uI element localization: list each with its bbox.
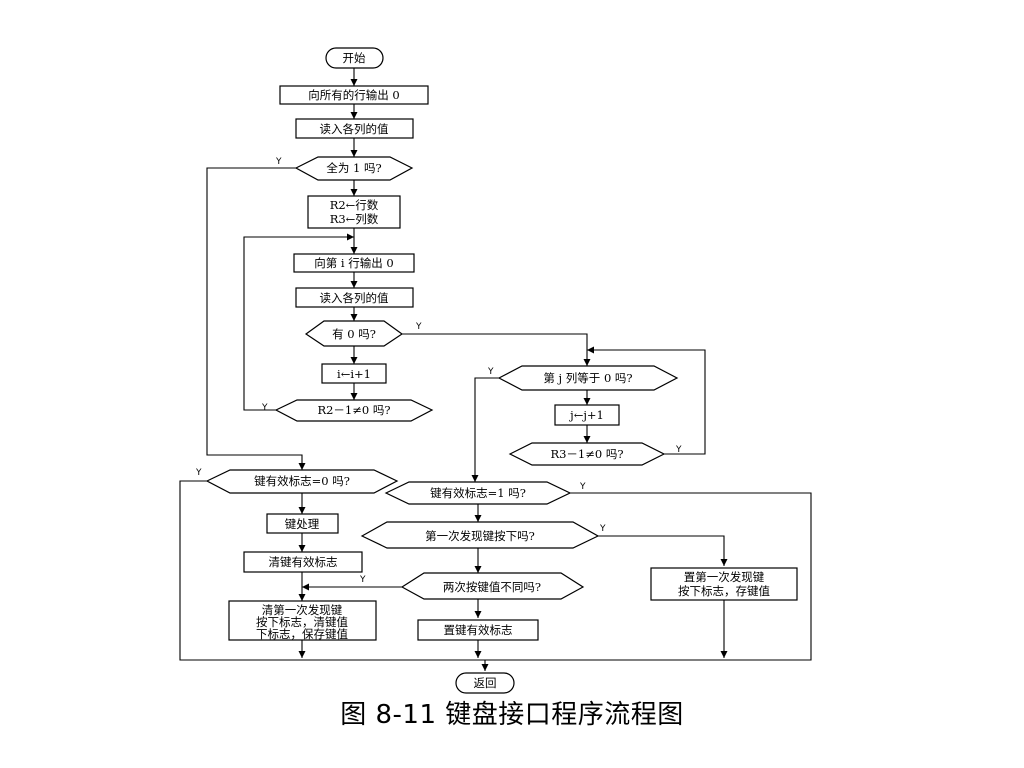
out-all-rows-label: 向所有的行输出 0 — [308, 88, 399, 102]
diff-value-decision: 两次按键值不同吗? — [400, 572, 585, 600]
r2-dec-decision: R2－1≠0 吗? — [274, 399, 434, 422]
diff-value-label: 两次按键值不同吗? — [443, 580, 541, 594]
start-node: 开始 — [325, 47, 384, 69]
yes-label: Y — [675, 445, 682, 455]
key-flag0-decision: 键有效标志=0 吗? — [205, 469, 399, 494]
j-inc-label: j←j+1 — [568, 408, 604, 422]
read-cols-box-1: 读入各列的值 — [295, 118, 414, 139]
connectors — [179, 67, 812, 671]
yes-label: Y — [275, 157, 282, 167]
set-valid-flag-label: 置键有效标志 — [444, 623, 513, 637]
set-first-label-2: 按下标志，存键值 — [678, 584, 770, 598]
set-first-press-box: 置第一次发现键 按下标志，存键值 — [650, 567, 798, 601]
clear-valid-flag-label: 清键有效标志 — [269, 555, 338, 569]
all-ones-label: 全为 1 吗? — [326, 161, 381, 175]
key-flag1-decision: 键有效标志=1 吗? — [384, 481, 572, 505]
yes-label: Y — [579, 482, 586, 492]
r2-r3-box: R2←行数 R3←列数 — [307, 195, 401, 229]
j-inc-box: j←j+1 — [554, 404, 620, 426]
clear-valid-flag-box: 清键有效标志 — [243, 551, 363, 573]
out-row-i-box: 向第 i 行输出 0 — [293, 253, 415, 273]
r2-dec-label: R2－1≠0 吗? — [317, 403, 390, 417]
i-inc-label: i←i+1 — [337, 367, 371, 381]
set-valid-flag-box: 置键有效标志 — [417, 619, 539, 641]
key-flag0-label: 键有效标志=0 吗? — [254, 474, 350, 488]
yes-label: Y — [487, 367, 494, 377]
has-zero-decision: 有 0 吗? — [304, 320, 404, 347]
clear-first-label-3: 下标志，保存键值 — [256, 627, 348, 641]
clear-first-label-2: 按下标志，清键值 — [256, 615, 348, 629]
first-press-decision: 第一次发现键按下吗? — [360, 521, 600, 549]
read-cols-label-1: 读入各列的值 — [320, 122, 389, 136]
yes-label: Y — [415, 322, 422, 332]
first-press-label: 第一次发现键按下吗? — [425, 529, 535, 543]
start-label: 开始 — [343, 51, 366, 65]
yes-label: Y — [599, 524, 606, 534]
clear-first-label-1: 清第一次发现键 — [262, 603, 343, 617]
key-process-label: 键处理 — [285, 517, 320, 531]
key-process-box: 键处理 — [266, 513, 339, 534]
yes-labels: Y Y Y Y Y Y Y Y Y — [195, 157, 682, 585]
yes-label: Y — [195, 468, 202, 478]
read-cols-label-2: 读入各列的值 — [320, 291, 389, 305]
clear-first-press-box: 清第一次发现键 按下标志，清键值 下标志，保存键值 — [228, 600, 377, 641]
col-j-zero-decision: 第 j 列等于 0 吗? — [497, 365, 679, 391]
col-j-zero-label: 第 j 列等于 0 吗? — [543, 371, 632, 385]
r3-cols-label: R3←列数 — [330, 212, 379, 226]
has-zero-label: 有 0 吗? — [332, 327, 376, 341]
r3-dec-decision: R3－1≠0 吗? — [508, 442, 666, 466]
return-label: 返回 — [474, 676, 497, 690]
key-flag1-label: 键有效标志=1 吗? — [430, 486, 526, 500]
figure-caption: 图 8-11 键盘接口程序流程图 — [340, 700, 684, 730]
read-cols-box-2: 读入各列的值 — [295, 287, 414, 308]
r2-rows-label: R2←行数 — [330, 198, 379, 212]
set-first-label-1: 置第一次发现键 — [684, 570, 765, 584]
all-ones-decision: 全为 1 吗? — [294, 156, 414, 181]
out-all-rows-box: 向所有的行输出 0 — [279, 85, 429, 105]
yes-label: Y — [261, 403, 268, 413]
yes-label: Y — [359, 575, 366, 585]
return-node: 返回 — [455, 672, 515, 694]
r3-dec-label: R3－1≠0 吗? — [550, 447, 623, 461]
out-row-i-label: 向第 i 行输出 0 — [314, 256, 393, 270]
i-inc-box: i←i+1 — [321, 363, 387, 384]
